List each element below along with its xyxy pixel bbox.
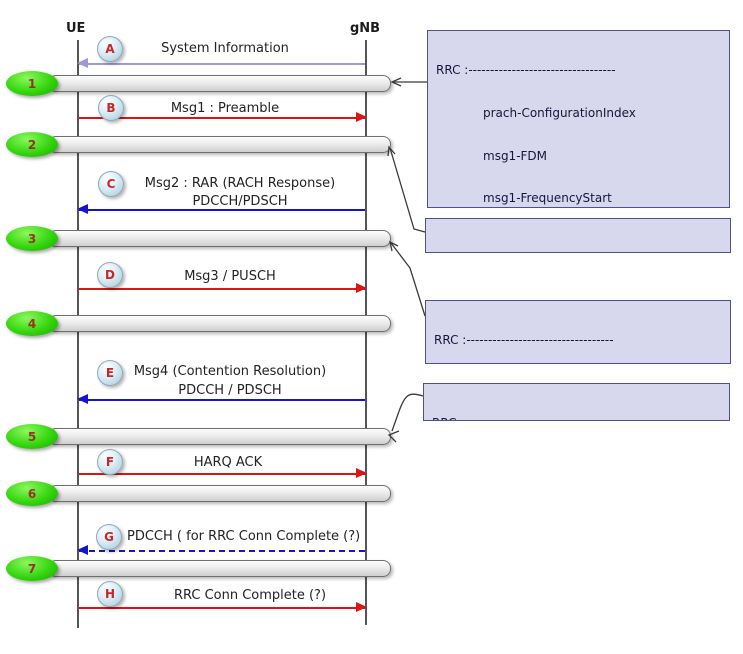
badge-letter: D [105,268,115,282]
step-marker-1: 1 [6,71,58,96]
lifeline-ue [77,40,79,628]
step-letter-badge-b: B [98,95,124,121]
step-marker-4: 4 [6,311,58,336]
rrc-params-box-msg1: RRC :---------------------------------- … [427,30,730,208]
arrowhead-left-icon [77,58,88,68]
arrowhead-left-icon [77,545,88,555]
message-label-msg2: Msg2 : RAR (RACH Response) [144,176,336,191]
arrowhead-right-icon [356,283,367,293]
event-bar-5 [48,428,391,445]
step-marker-2: 2 [6,132,58,157]
arrowhead-right-icon [356,602,367,612]
connector-box2-to-bar2 [389,147,426,233]
rrc-param: prach-ConfigurationIndex [483,106,636,121]
step-marker-5: 5 [6,424,58,449]
event-bar-1 [48,75,391,92]
step-letter-badge-c: C [98,171,124,197]
arrowhead-left-icon [77,204,88,214]
message-label-pdcch-conn-complete: PDCCH ( for RRC Conn Complete (?) [127,529,361,544]
rrc-param: msg1-FDM [483,148,548,163]
arrowhead-right-icon [356,468,367,478]
step-number: 5 [27,429,37,444]
badge-letter: G [104,530,114,544]
step-number: 1 [27,76,37,91]
step-number: 6 [27,486,37,501]
rrc-box-header: RRC :---------------------------------- [432,416,725,420]
badge-letter: H [104,587,116,601]
rrc-box-header: RRC :---------------------------------- [434,251,726,252]
badge-letter: B [106,101,116,115]
badge-letter: C [106,177,116,191]
arrow-msg2-rar [77,204,365,214]
event-bar-3 [48,230,391,247]
arrow-pdcch-rrc-conn-complete [77,545,365,555]
connector-arrowhead-icon [389,240,399,252]
step-marker-6: 6 [6,481,58,506]
step-number: 7 [27,561,37,576]
arrow-msg1-preamble [79,112,367,122]
message-label-harq-ack: HARQ ACK [193,455,263,470]
step-number: 3 [27,231,37,246]
lifeline-gnb [365,40,367,625]
arrow-rrc-conn-complete [79,602,367,612]
message-label-msg4-channel: PDCCH / PDSCH [178,383,282,398]
step-marker-3: 3 [6,226,58,251]
event-bar-6 [48,485,391,502]
arrowhead-left-icon [77,394,88,404]
badge-letter: E [105,366,115,380]
step-number: 2 [27,137,37,152]
message-label-msg2-channel: PDCCH/PDSCH [192,194,288,209]
badge-letter: A [105,42,115,56]
rrc-param: msg1-FrequencyStart [483,191,612,206]
actor-label-gnb: gNB [350,21,381,36]
rrc-box-header: RRC :---------------------------------- [434,333,614,348]
rrc-params-box-msg2: RRC :---------------------------------- … [425,218,731,253]
event-bar-2 [48,136,391,153]
arrow-system-information [77,58,365,68]
step-letter-badge-e: E [97,360,123,386]
connector-box4-to-bar5 [391,393,424,432]
connector-box3-to-bar3 [390,242,426,317]
rrc-box-header: RRC :---------------------------------- [436,63,616,78]
message-label-msg1: Msg1 : Preamble [170,101,280,116]
arrow-msg4-contention-resolution [77,394,365,404]
arrow-msg3-pusch [79,283,367,293]
step-letter-badge-f: F [97,449,123,475]
badge-letter: F [105,455,115,469]
step-letter-badge-d: D [97,262,123,288]
message-label-system-information: System Information [161,41,289,56]
arrow-harq-ack [79,468,367,478]
step-number: 4 [27,316,37,331]
step-marker-7: 7 [6,556,58,581]
event-bar-7 [48,560,391,577]
message-label-msg3: Msg3 / PUSCH [184,269,276,284]
event-bar-4 [48,315,391,332]
rrc-params-box-msg4: RRC :---------------------------------- … [423,383,730,421]
connector-arrowhead-icon [390,77,402,87]
message-label-msg4: Msg4 (Contention Resolution) [133,364,327,379]
step-letter-badge-g: G [96,524,122,550]
rrc-params-box-msg3: RRC :---------------------------------- … [425,300,731,364]
actor-label-ue: UE [66,21,86,36]
step-letter-badge-a: A [97,36,123,62]
message-label-rrc-conn-complete: RRC Conn Complete (?) [173,588,327,603]
step-letter-badge-h: H [97,581,123,607]
arrowhead-right-icon [356,112,367,122]
